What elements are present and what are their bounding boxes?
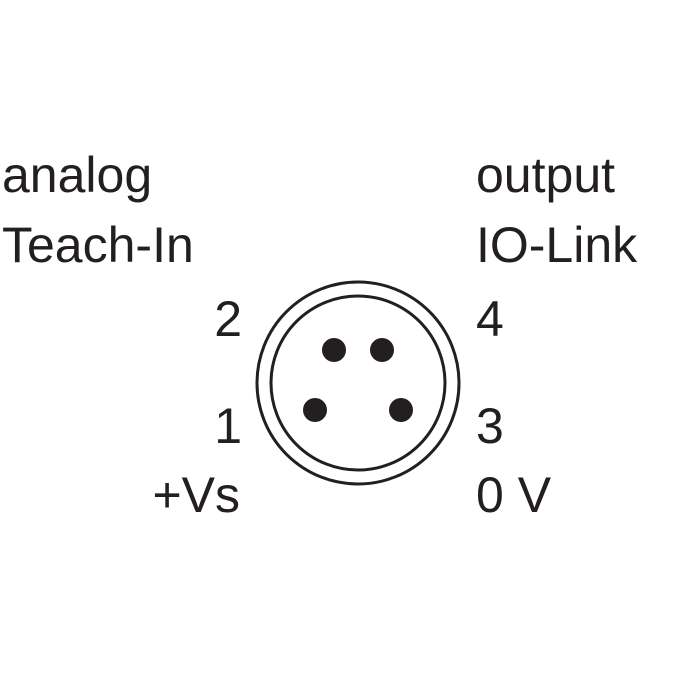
pin-number-1: 1 bbox=[214, 398, 242, 454]
label-plus-vs: +Vs bbox=[152, 467, 240, 523]
pin-3-dot bbox=[389, 398, 413, 422]
pin-number-4: 4 bbox=[476, 291, 504, 347]
pin-number-3: 3 bbox=[476, 398, 504, 454]
label-teach-in: Teach-In bbox=[2, 217, 194, 273]
pin-2-dot bbox=[322, 338, 346, 362]
label-zero-v: 0 V bbox=[476, 467, 552, 523]
label-output: output bbox=[476, 147, 615, 203]
pin-number-2: 2 bbox=[214, 291, 242, 347]
label-io-link: IO-Link bbox=[476, 217, 638, 273]
pin-4-dot bbox=[370, 338, 394, 362]
connector-outer-ring bbox=[255, 280, 461, 486]
pin-1-dot bbox=[303, 398, 327, 422]
label-analog: analog bbox=[2, 147, 152, 203]
connector-icon bbox=[255, 280, 461, 486]
connector-inner-ring bbox=[269, 294, 447, 472]
